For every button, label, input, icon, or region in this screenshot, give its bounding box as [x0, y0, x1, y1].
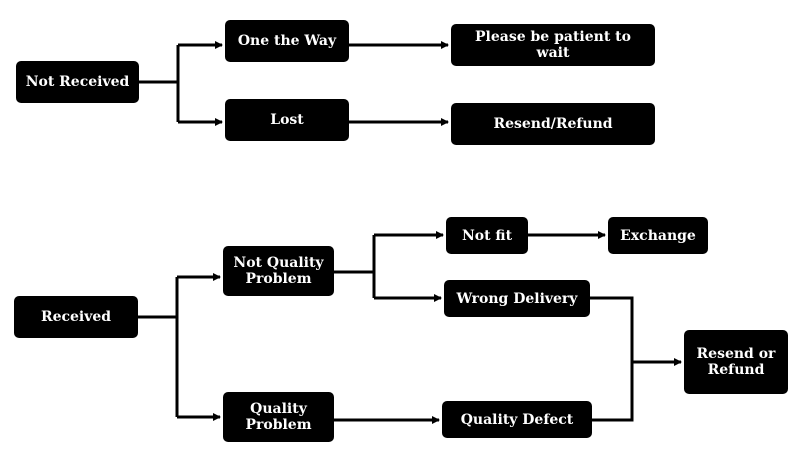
connector-merge-to-final	[590, 296, 681, 422]
node-resend-refund: Resend/Refund	[451, 103, 655, 145]
node-on-the-way: One the Way	[225, 20, 349, 62]
node-quality-problem: Quality Problem	[223, 392, 334, 442]
node-quality-defect: Quality Defect	[442, 401, 592, 438]
node-resend-or-refund: Resend or Refund	[684, 330, 788, 394]
node-exchange: Exchange	[608, 217, 708, 254]
node-please-wait: Please be patient to wait	[451, 24, 655, 66]
connector-received-trunk	[138, 277, 179, 417]
connector-not-quality-split	[334, 235, 376, 298]
node-not-quality-problem: Not Quality Problem	[223, 246, 334, 296]
connector-not-received-trunk	[139, 45, 180, 122]
node-wrong-delivery: Wrong Delivery	[444, 280, 590, 317]
node-not-received: Not Received	[16, 61, 139, 103]
node-lost: Lost	[225, 99, 349, 141]
node-not-fit: Not fit	[446, 217, 528, 254]
node-received: Received	[14, 296, 138, 338]
